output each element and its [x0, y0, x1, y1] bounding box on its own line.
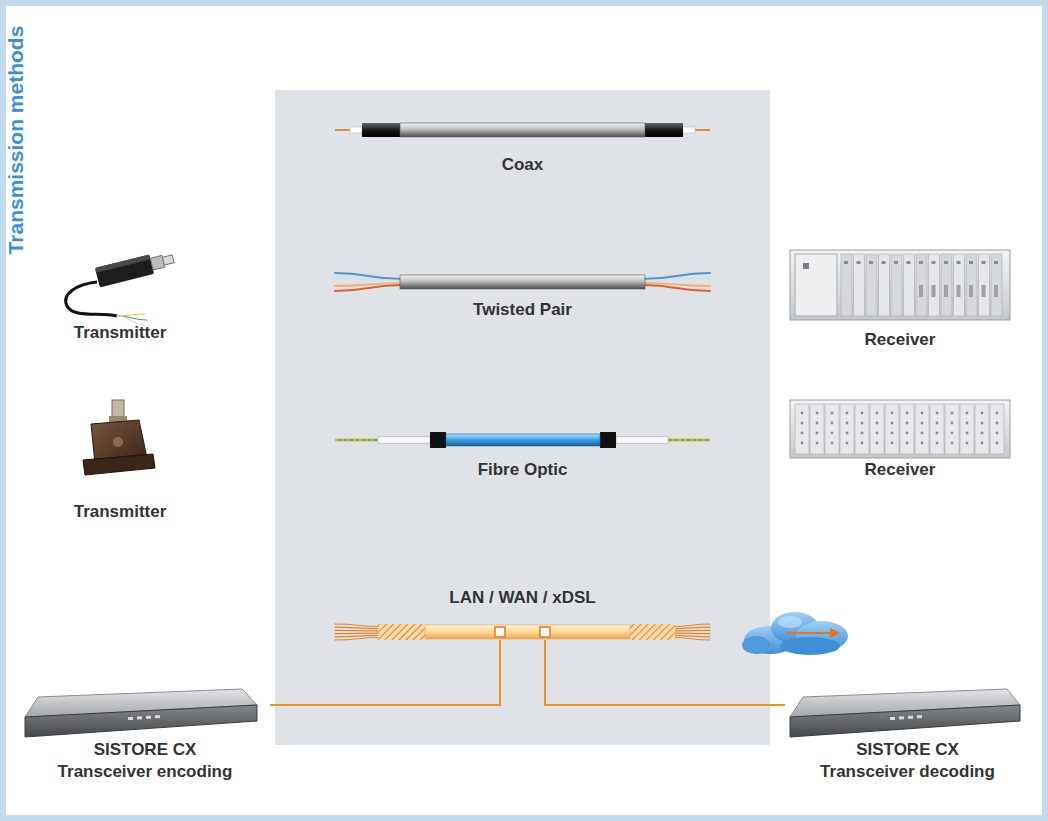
cable-label: Fibre Optic	[478, 460, 568, 480]
twisted-pair-cable: Twisted Pair	[330, 262, 715, 323]
cable-panel	[275, 90, 770, 745]
device-label: Receiver	[865, 460, 936, 480]
cable-label: LAN / WAN / xDSL	[449, 588, 595, 608]
receiver-rack: Receiver	[785, 245, 1015, 353]
receiver-rack: Receiver	[785, 395, 1015, 483]
cable-label: Coax	[502, 155, 544, 175]
transmitter-unit: Transmitter	[55, 250, 185, 346]
device-label: SISTORE CX Transceiver decoding	[813, 739, 1003, 783]
device-label: Receiver	[865, 330, 936, 350]
signal-line	[545, 640, 785, 705]
signal-line	[270, 640, 500, 705]
cable-label: Twisted Pair	[473, 300, 572, 320]
title: Transmission methods	[3, 20, 29, 260]
network-cable: LAN / WAN / xDSL	[330, 588, 715, 640]
transceiver-unit: SISTORE CX Transceiver decoding	[785, 675, 1030, 786]
transmitter-unit: Transmitter	[55, 398, 185, 525]
coax-cable: Coax	[330, 110, 715, 178]
fibre-optic-cable: Fibre Optic	[330, 420, 715, 483]
device-label: Transmitter	[74, 323, 167, 343]
device-label: SISTORE CX Transceiver encoding	[50, 739, 240, 783]
device-label: Transmitter	[74, 502, 167, 522]
cloud-symbol	[742, 612, 848, 655]
transceiver-unit: SISTORE CX Transceiver encoding	[20, 675, 270, 786]
